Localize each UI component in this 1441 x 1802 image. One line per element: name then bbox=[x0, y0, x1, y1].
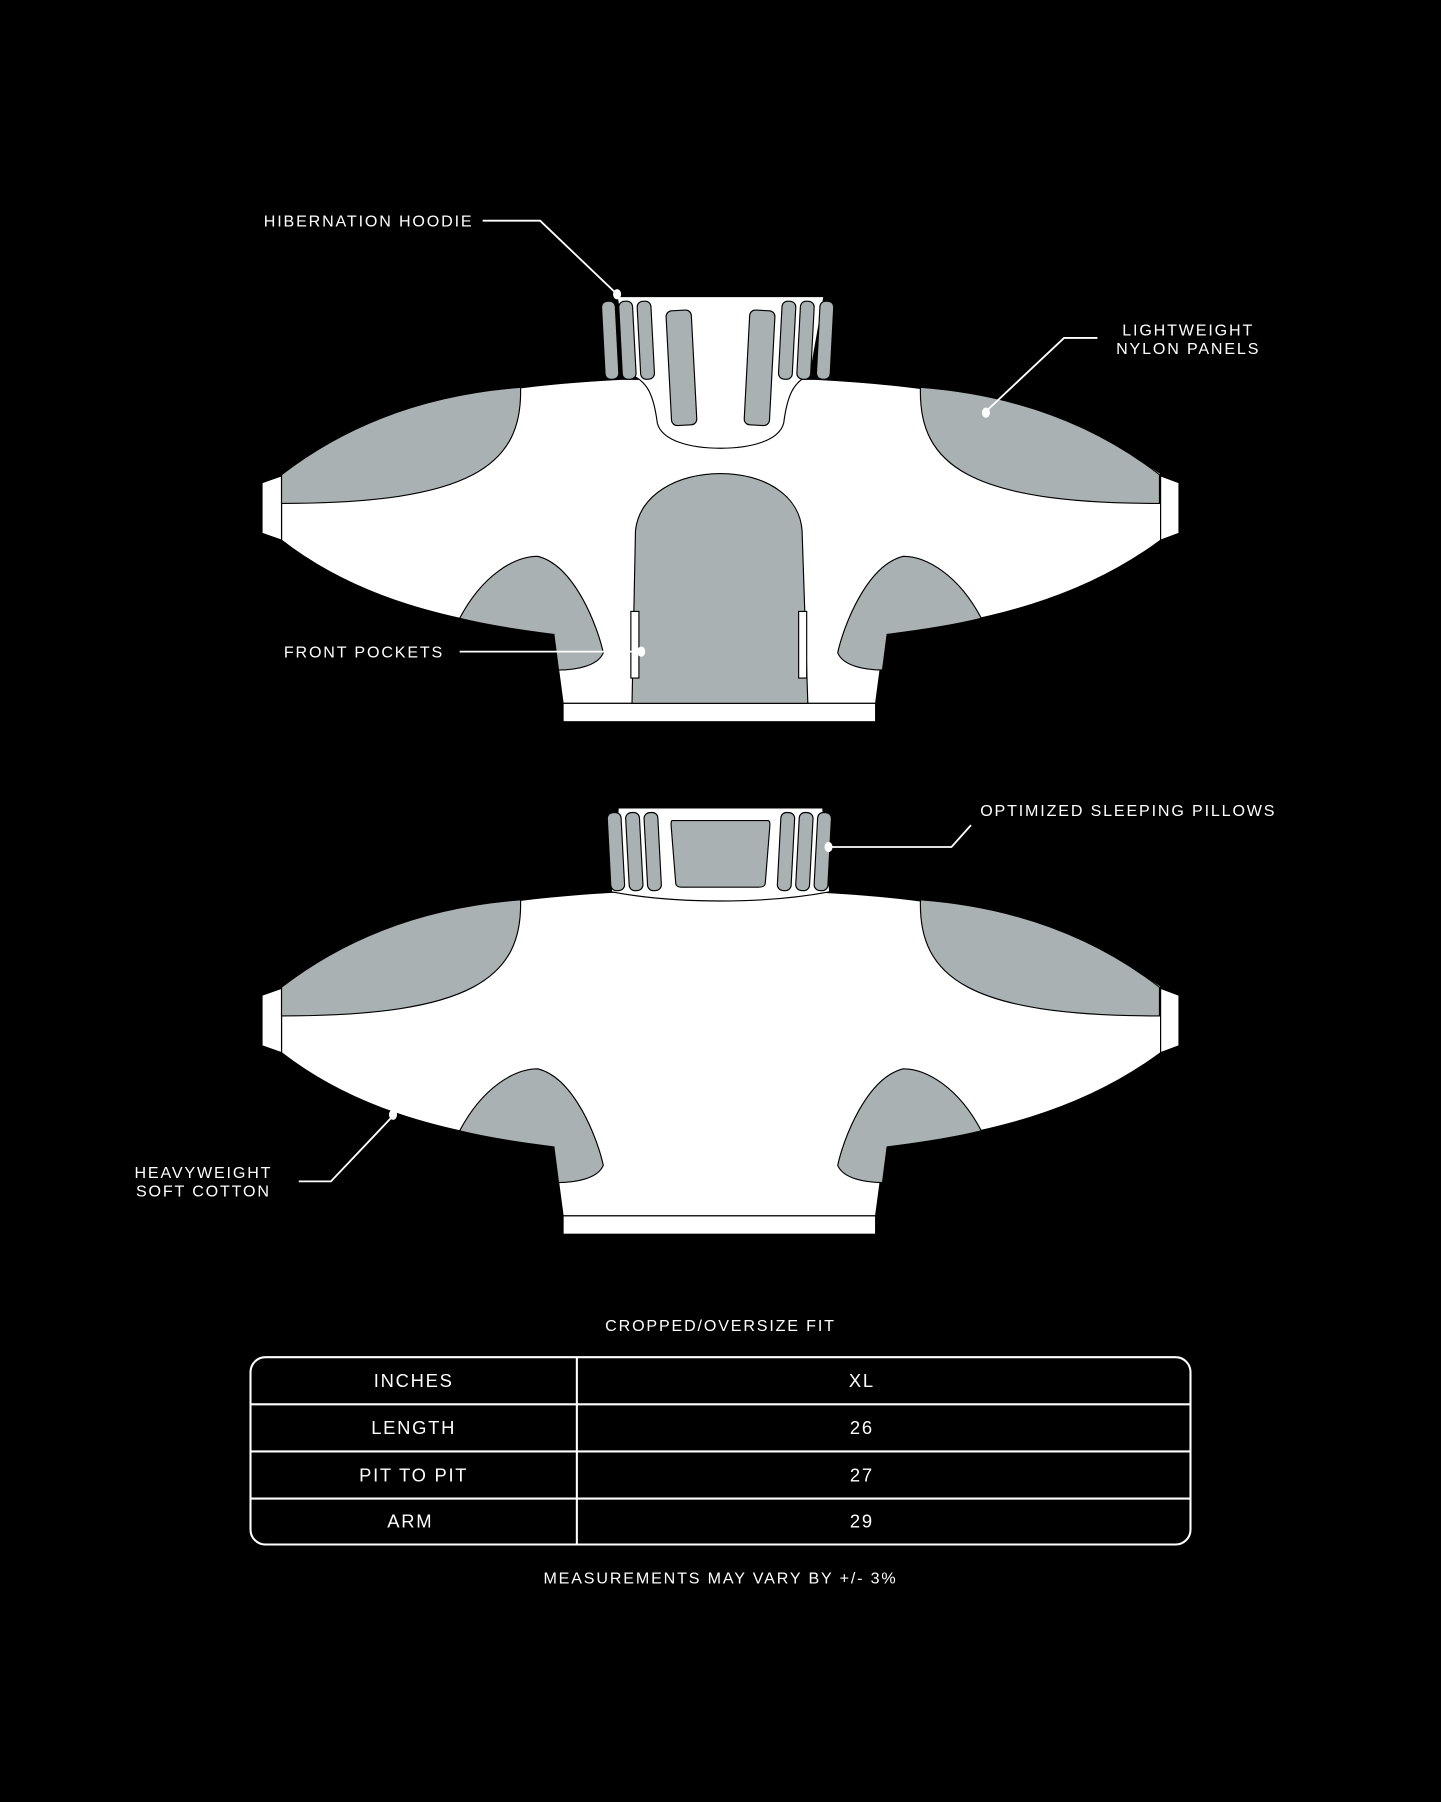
row-value: 27 bbox=[850, 1464, 874, 1485]
callout-hibernation-hoodie: HIBERNATION HOODIE bbox=[264, 212, 622, 300]
header-cell: INCHES bbox=[374, 1370, 454, 1391]
hood-pillow-strips bbox=[600, 300, 835, 427]
row-label: PIT TO PIT bbox=[359, 1464, 468, 1485]
callout-label: FRONT POCKETS bbox=[284, 643, 444, 661]
callout-soft-cotton: HEAVYWEIGHT SOFT COTTON bbox=[134, 1109, 398, 1200]
callout-label: OPTIMIZED SLEEPING PILLOWS bbox=[980, 802, 1276, 820]
callout-label: LIGHTWEIGHT bbox=[1122, 322, 1254, 340]
back-pillow bbox=[670, 819, 771, 888]
row-label: ARM bbox=[387, 1510, 433, 1531]
size-chart-table: INCHES XL LENGTH 26 PIT TO PIT 27 ARM 29 bbox=[249, 1356, 1192, 1546]
hoodie-front-view bbox=[261, 295, 1180, 723]
callout-label: NYLON PANELS bbox=[1116, 340, 1260, 358]
callout-label: HIBERNATION HOODIE bbox=[264, 212, 474, 230]
hoodie-back-view bbox=[261, 807, 1180, 1235]
callout-label: HEAVYWEIGHT bbox=[134, 1164, 272, 1182]
row-value: 26 bbox=[850, 1417, 874, 1438]
size-chart-title: CROPPED/OVERSIZE FIT bbox=[605, 1317, 836, 1335]
row-label: LENGTH bbox=[371, 1417, 456, 1438]
center-panel bbox=[631, 472, 809, 704]
row-value: 29 bbox=[850, 1510, 874, 1531]
callout-sleeping-pillows: OPTIMIZED SLEEPING PILLOWS bbox=[824, 802, 1276, 853]
header-cell: XL bbox=[849, 1370, 875, 1391]
callout-nylon-panels: LIGHTWEIGHT NYLON PANELS bbox=[981, 322, 1260, 418]
measurement-note: MEASUREMENTS MAY VARY BY +/- 3% bbox=[543, 1570, 897, 1588]
callout-label: SOFT COTTON bbox=[136, 1182, 271, 1200]
callout-front-pockets: FRONT POCKETS bbox=[284, 643, 646, 661]
